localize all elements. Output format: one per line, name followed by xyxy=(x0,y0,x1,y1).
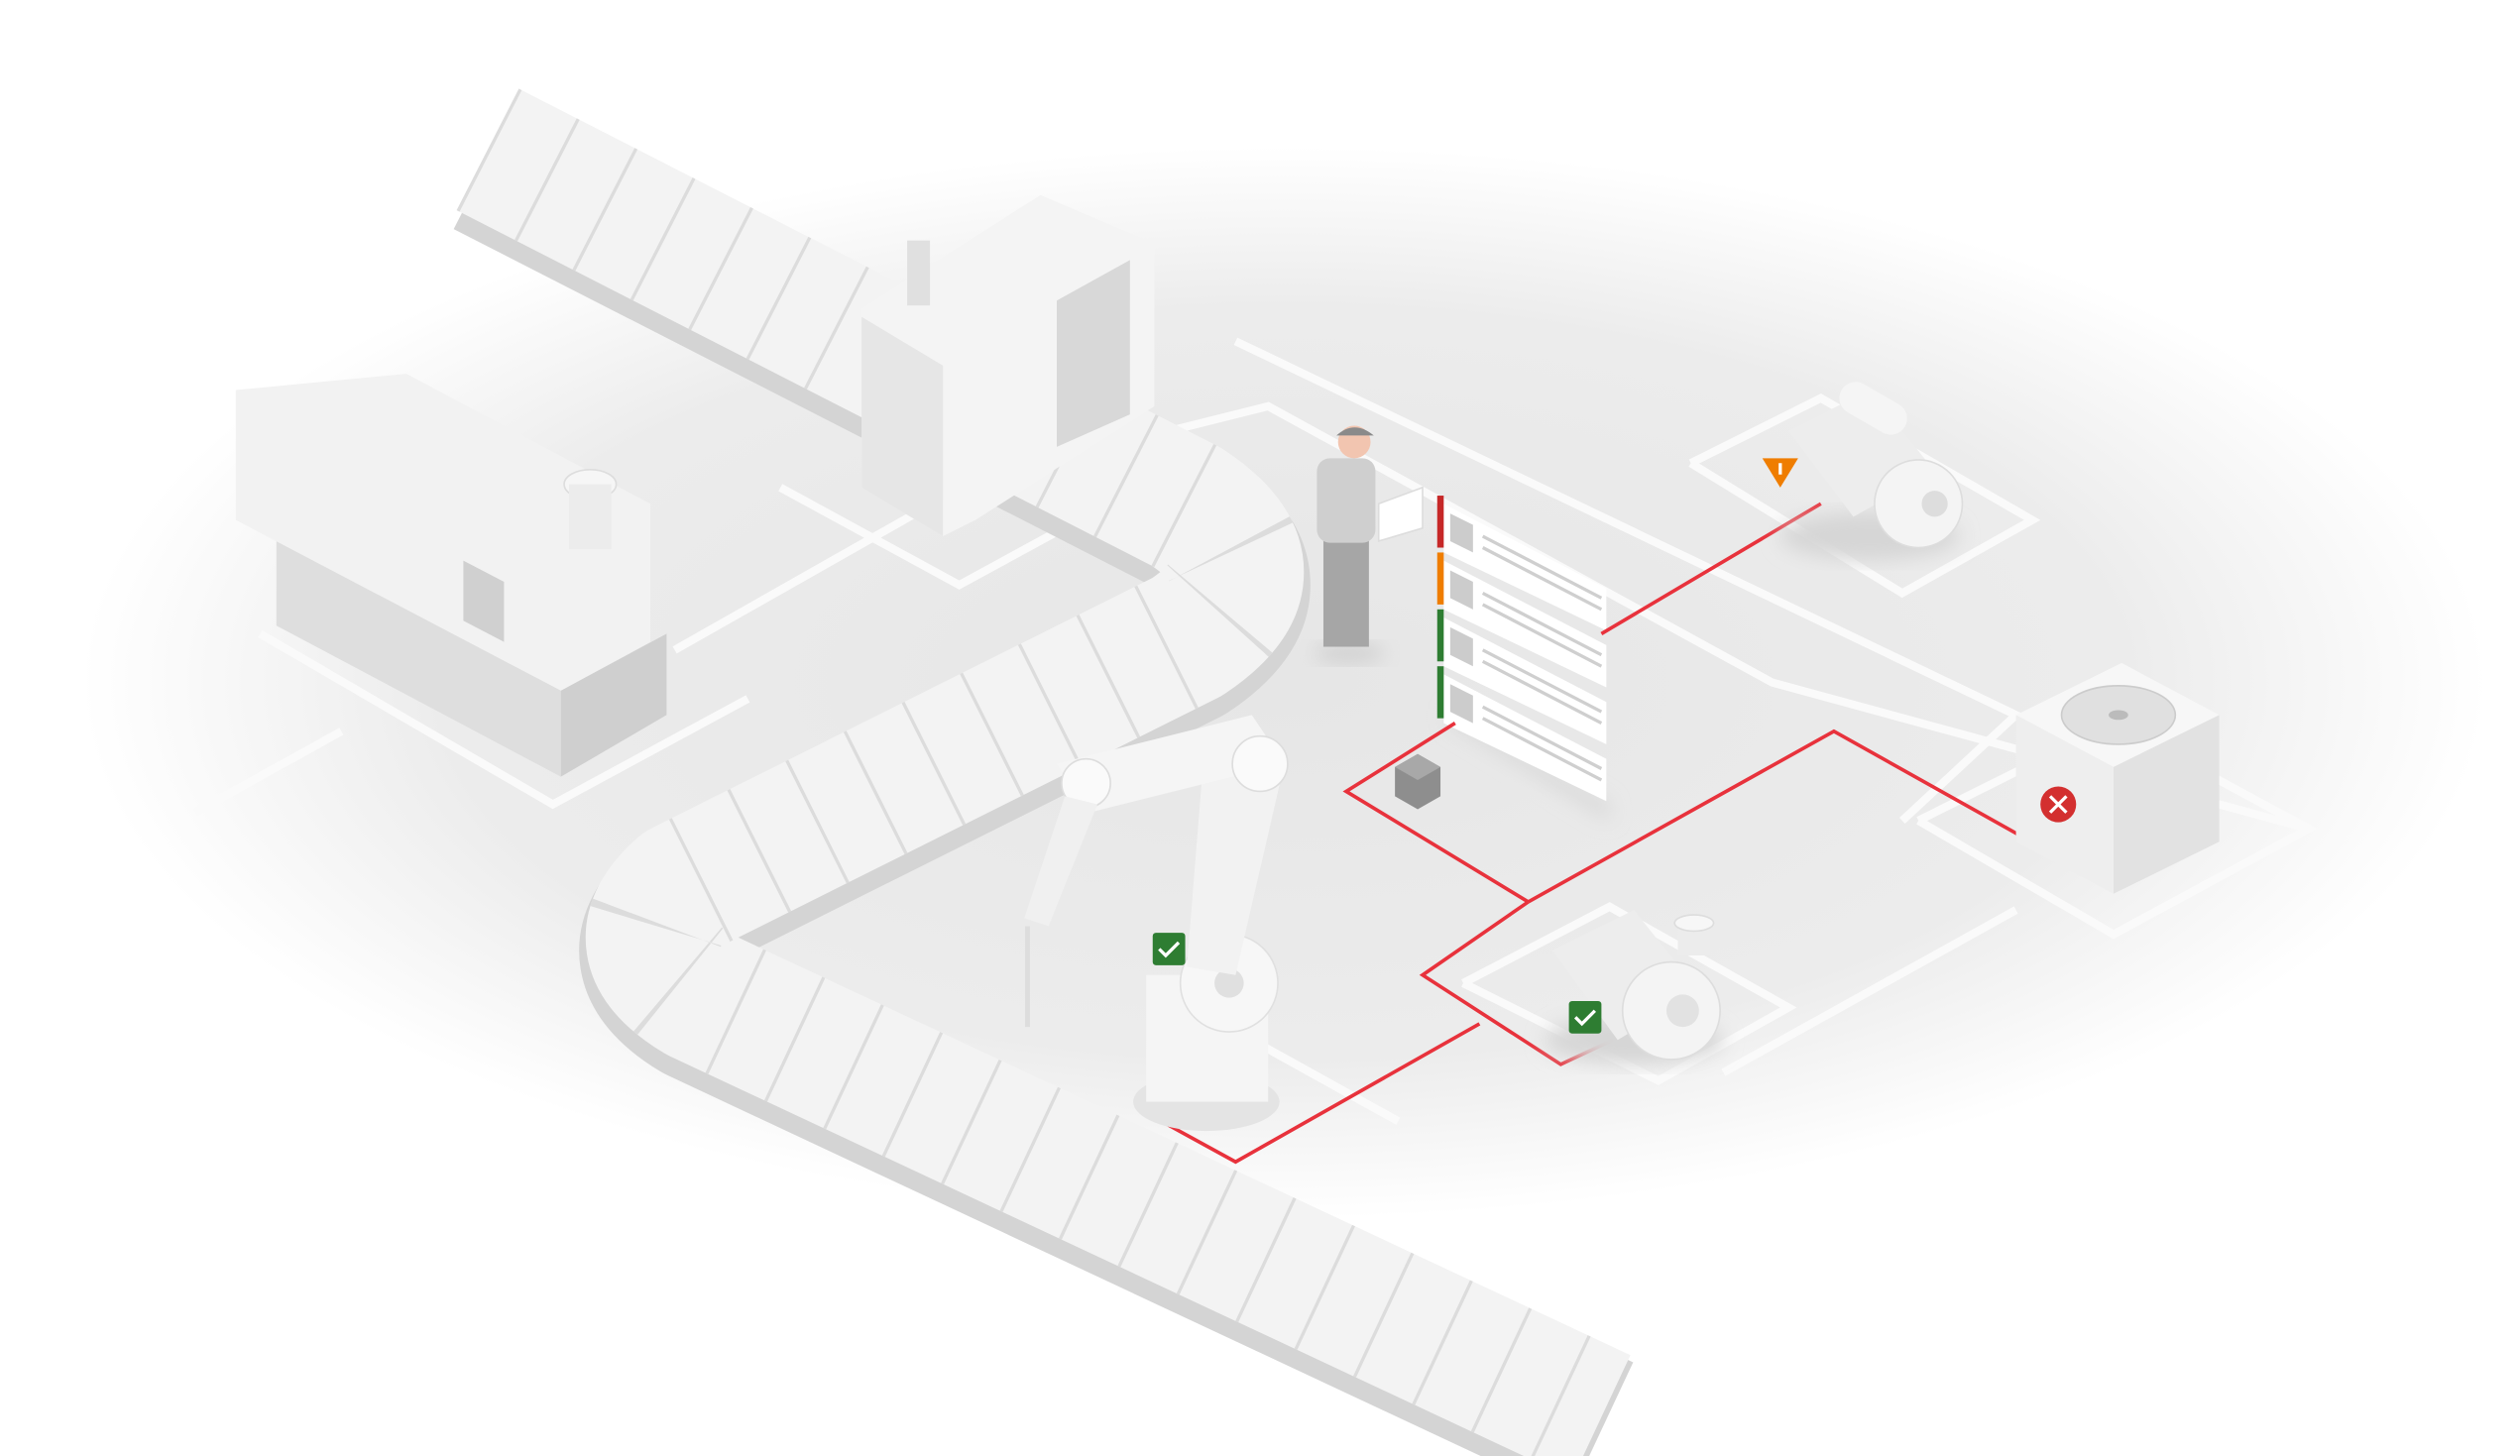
status-stripe-error xyxy=(1436,496,1444,548)
panel-row xyxy=(1436,552,1607,688)
status-stripe-warning xyxy=(1436,552,1444,605)
panel-row xyxy=(1436,666,1607,802)
fan-error-badge xyxy=(2040,786,2077,823)
pump-motor xyxy=(1545,910,1724,1064)
worker-with-laptop xyxy=(1314,425,1424,663)
status-stripe-ok xyxy=(1436,609,1444,662)
motor-top-right xyxy=(1779,382,1964,561)
press-machine xyxy=(861,194,1155,537)
injection-molding-machine xyxy=(235,374,667,777)
error-x-icon xyxy=(2048,795,2068,814)
pump-ok-badge xyxy=(1568,1000,1602,1034)
panel-row xyxy=(1436,609,1607,744)
checkmark-icon xyxy=(1574,1009,1596,1027)
robot-arm-ok-badge xyxy=(1152,933,1186,965)
robot-arm xyxy=(1024,715,1289,1132)
checkmark-icon xyxy=(1158,941,1181,958)
status-panel xyxy=(1436,496,1610,821)
motor-warning-badge xyxy=(1762,458,1798,488)
panel-row xyxy=(1436,496,1607,631)
conveyor-belt xyxy=(453,88,1634,1456)
status-stripe-ok xyxy=(1436,666,1444,719)
